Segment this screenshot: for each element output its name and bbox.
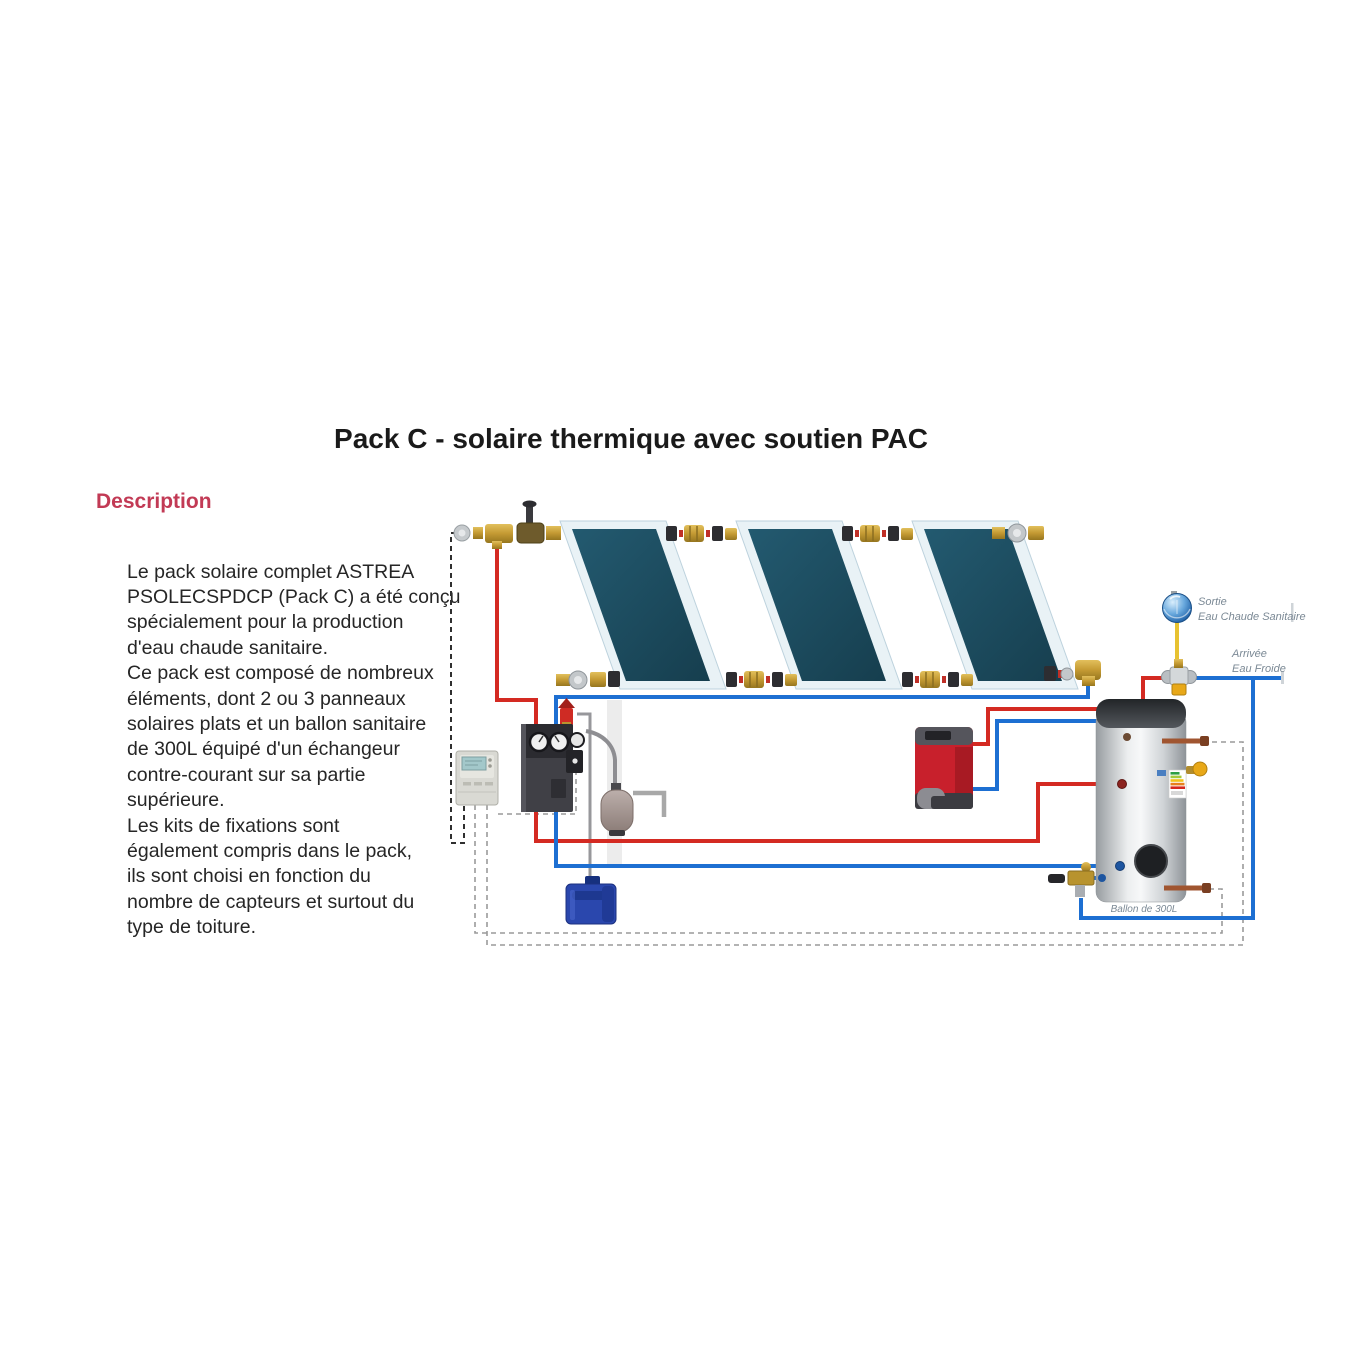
cold-inlet-end-mark xyxy=(1281,671,1284,684)
cold-pipes xyxy=(554,676,1281,920)
mixing-fitting xyxy=(1161,659,1197,696)
heat-pump xyxy=(915,727,973,809)
label-tick xyxy=(1291,603,1294,622)
label-hot-water-outlet: Sortie Eau Chaude Sanitaire xyxy=(1198,596,1306,623)
expansion-hose xyxy=(585,729,617,790)
diagram-canvas xyxy=(450,500,1294,946)
tank-relief-valve xyxy=(1186,761,1208,777)
description-text: Le pack solaire complet ASTREA PSOLECSPD… xyxy=(127,560,461,939)
safety-valve xyxy=(560,708,573,726)
tank-sensor-probe-lower xyxy=(1164,883,1211,893)
roof-end-cap-top-right xyxy=(992,523,1044,543)
storage-tank xyxy=(1095,699,1211,903)
solar-panel-3 xyxy=(911,520,1079,690)
label-cold-water-inlet: Arrivée Eau Froide xyxy=(1232,648,1286,675)
tank-port-solar-hot xyxy=(1117,779,1127,789)
drain-pipe xyxy=(577,712,592,878)
hot-pipes xyxy=(495,544,1165,843)
roof-end-cap-bottom-left xyxy=(556,670,620,690)
tank-port-cold-in xyxy=(1098,874,1106,882)
roof-inlet-tee-valve xyxy=(453,500,561,549)
vessel-bracket xyxy=(633,790,667,817)
page-title: Pack C - solaire thermique avec soutien … xyxy=(334,422,928,454)
solar-panel-array xyxy=(559,520,1079,690)
tank-energy-label xyxy=(1168,769,1187,799)
sensor-wires xyxy=(450,532,1244,946)
solar-panel-2 xyxy=(735,520,903,690)
tank-inspection-hatch xyxy=(1135,845,1167,877)
panel-coupler-bottom-2 xyxy=(901,670,974,689)
tank-port-return xyxy=(1115,861,1125,871)
glycol-canister xyxy=(565,876,617,925)
controller-lcd xyxy=(461,756,487,771)
panel-coupler-bottom-1 xyxy=(725,670,798,689)
section-heading-description: Description xyxy=(96,490,212,514)
hot-water-outlet-sphere xyxy=(1162,591,1192,623)
tank-top-cap xyxy=(1096,699,1186,728)
label-tank-caption: Ballon de 300L xyxy=(1110,904,1178,915)
panel-coupler-top-1 xyxy=(665,524,738,543)
heat-pump-grille xyxy=(925,731,951,740)
expansion-vessel xyxy=(600,783,667,836)
piping xyxy=(495,544,1284,920)
roof-sensor-wire xyxy=(450,532,465,844)
solar-pump-station xyxy=(521,698,585,812)
pressure-gauge-3 xyxy=(569,732,585,748)
tank-upper-sensor-wire xyxy=(486,741,1244,946)
tank-sensor-probe-upper xyxy=(1162,736,1209,746)
tank-lower-sensor-wire xyxy=(474,805,1223,934)
safety-group-valve xyxy=(1048,862,1095,897)
differential-controller xyxy=(455,750,499,806)
solar-panel-1 xyxy=(559,520,727,690)
roof-fittings xyxy=(453,500,1101,690)
tank-port-upper xyxy=(1123,733,1131,741)
roof-outlet-elbow xyxy=(1044,660,1101,686)
panel-coupler-top-2 xyxy=(841,524,914,543)
